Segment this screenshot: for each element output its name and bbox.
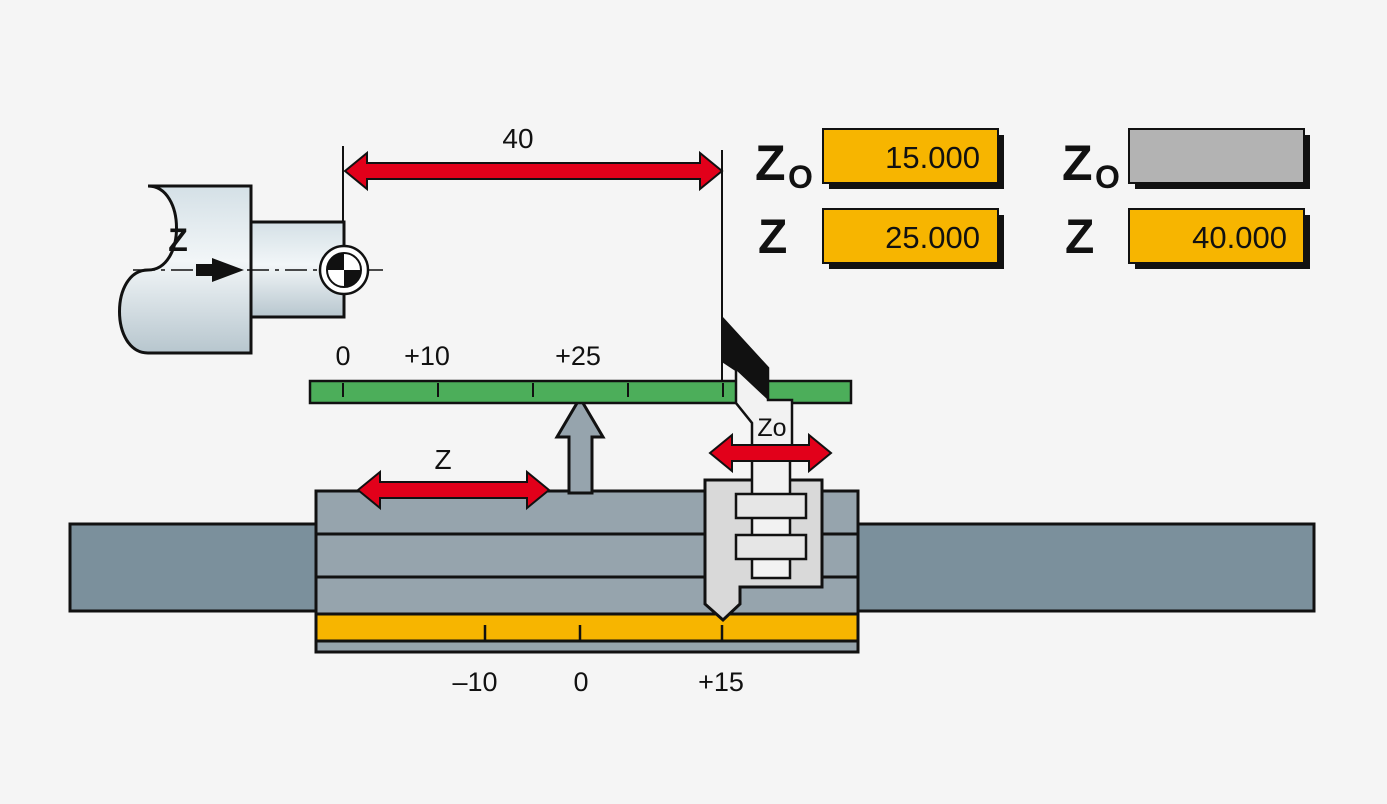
display-panel-left: Z O 15.000 Z 25.000 bbox=[755, 128, 1004, 269]
tool-offset-arrow bbox=[708, 432, 833, 474]
green-scale-tick-0: 0 bbox=[335, 341, 350, 371]
dimension-40-label: 40 bbox=[502, 123, 533, 154]
z-left-field bbox=[822, 208, 999, 264]
yellow-scale-tick-15: +15 bbox=[698, 667, 744, 697]
z0-left-value: 15.000 bbox=[885, 140, 980, 175]
workpiece bbox=[118, 184, 384, 355]
z-right-field bbox=[1128, 208, 1305, 264]
z0-left-field bbox=[822, 128, 999, 184]
datum-symbol-icon bbox=[318, 244, 370, 296]
z-left-value: 25.000 bbox=[885, 220, 980, 255]
tool-offset-label: Zo bbox=[757, 414, 786, 442]
yellow-scale-tick-0: 0 bbox=[573, 667, 588, 697]
z0-right-field bbox=[1128, 128, 1305, 184]
spindle-axis-label: Z bbox=[168, 222, 188, 258]
dimension-40-arrow bbox=[343, 150, 724, 192]
z0-right-subscript: O bbox=[1095, 159, 1120, 195]
z-left-label: Z bbox=[758, 211, 787, 264]
z0-left-label: Z bbox=[755, 135, 786, 191]
green-scale-tick-10: +10 bbox=[404, 341, 450, 371]
yellow-scale bbox=[314, 612, 860, 643]
display-panel-right: Z O Z 40.000 bbox=[1062, 128, 1310, 269]
z-right-value: 40.000 bbox=[1192, 220, 1287, 255]
tool-holder bbox=[703, 456, 824, 623]
carriage-move-arrow bbox=[356, 469, 551, 511]
green-scale-tick-25: +25 bbox=[555, 341, 601, 371]
yellow-scale-tick-minus10: –10 bbox=[452, 667, 497, 697]
z-axis-direction-icon bbox=[196, 258, 244, 282]
carriage-move-label: Z bbox=[434, 444, 451, 475]
z0-right-label: Z bbox=[1062, 135, 1093, 191]
carriage-pointer bbox=[554, 395, 606, 495]
z-right-label: Z bbox=[1065, 211, 1094, 264]
green-scale bbox=[308, 379, 853, 405]
z0-left-subscript: O bbox=[788, 159, 813, 195]
